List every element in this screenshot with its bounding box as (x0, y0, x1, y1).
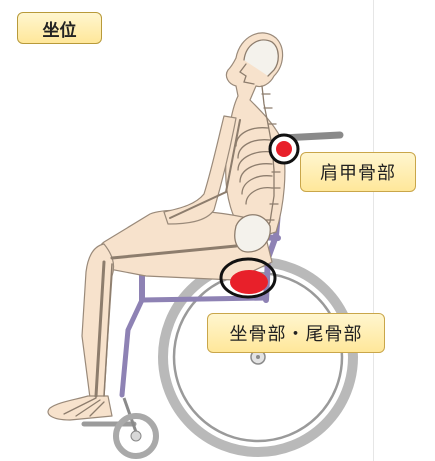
wheelchair-caster (116, 398, 156, 456)
scapula-pressure-point (270, 135, 298, 163)
scapula-region-label: 肩甲骨部 (300, 152, 416, 192)
seating-position-label: 坐位 (17, 12, 102, 44)
sacrum-coccyx-region-label: 坐骨部・尾骨部 (207, 313, 385, 353)
